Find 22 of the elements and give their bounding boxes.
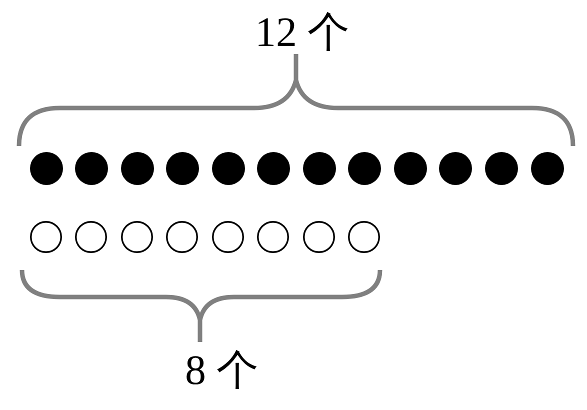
filled-circle-icon xyxy=(485,152,518,184)
count-label: 8 个 xyxy=(185,350,258,392)
filled-circle-icon xyxy=(120,152,154,184)
filled-circle-icon xyxy=(439,152,472,184)
open-circle-icon xyxy=(30,221,62,253)
filled-circle-icon xyxy=(348,152,382,184)
open-circle-icon xyxy=(212,221,244,253)
filled-circle-icon xyxy=(30,152,62,184)
open-circle-icon xyxy=(257,221,290,253)
filled-circle-icon xyxy=(302,152,336,184)
open-circle-icon xyxy=(166,221,198,253)
filled-circle-icon xyxy=(212,152,245,184)
filled-circle-icon xyxy=(166,152,200,184)
open-circle-icon xyxy=(302,221,335,253)
filled-circle-icon xyxy=(530,152,564,184)
filled-circle-icon xyxy=(394,152,427,184)
count-label: 12 个 xyxy=(255,12,350,54)
filled-circle-icon xyxy=(75,152,108,184)
open-circle-icon xyxy=(348,221,380,253)
open-circle-icon xyxy=(120,221,153,253)
filled-circle-icon xyxy=(257,152,290,184)
open-circle-icon xyxy=(75,221,108,253)
